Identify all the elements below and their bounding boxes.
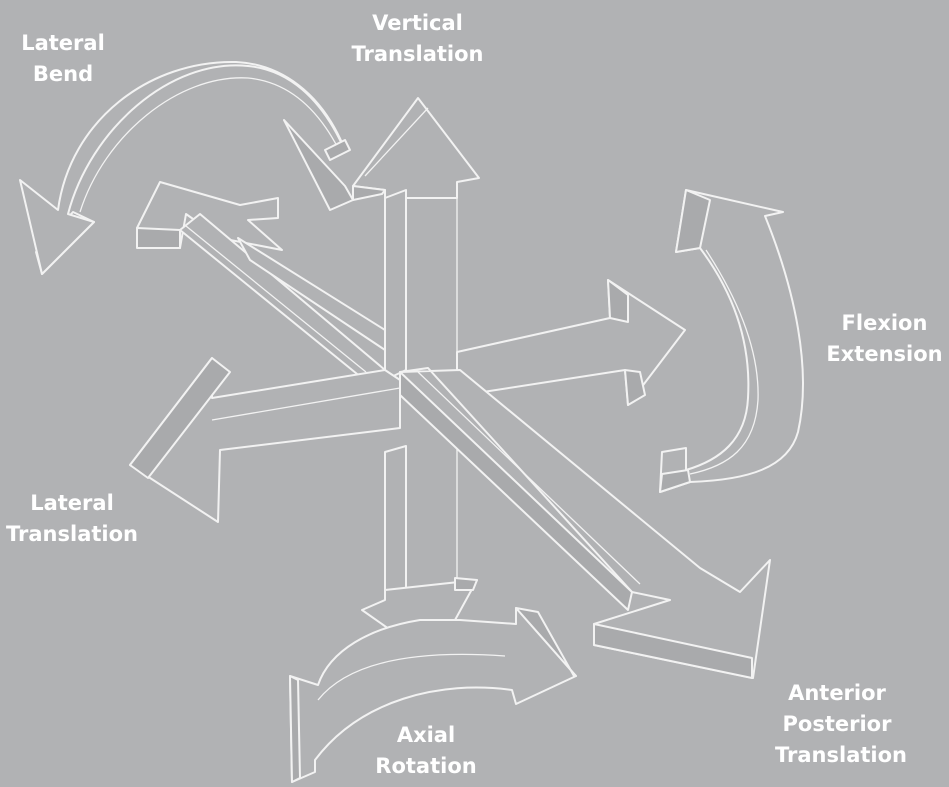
label-ap-line1: Anterior (788, 681, 886, 705)
label-axial-rotation-line1: Axial (396, 723, 456, 747)
label-lateral-bend-line2: Bend (32, 62, 94, 86)
label-flexion-extension-line1: Flexion (841, 311, 928, 335)
label-flexion-extension-line2: Extension (826, 342, 943, 366)
label-ap-line2: Posterior (782, 712, 892, 736)
lateral-translation-left-arrow (129, 357, 401, 523)
label-anterior-posterior-translation: Anterior Posterior Translation (775, 678, 907, 771)
label-lateral-bend: Lateral Bend (8, 28, 118, 90)
label-flexion-extension: Flexion Extension (822, 308, 947, 370)
anterior-posterior-translation-arrow (399, 367, 771, 679)
label-vertical-translation: Vertical Translation (350, 8, 485, 70)
flexion-extension-arrow (659, 189, 804, 493)
label-lateral-translation-line2: Translation (6, 522, 138, 546)
label-vertical-translation-line1: Vertical (372, 11, 463, 35)
label-vertical-translation-line2: Translation (351, 42, 484, 66)
label-lateral-translation-line1: Lateral (30, 491, 114, 515)
label-axial-rotation: Axial Rotation (368, 720, 484, 782)
axial-rotation-arrow (289, 607, 577, 783)
lateral-translation-arrow (136, 181, 686, 406)
label-axial-rotation-line2: Rotation (375, 754, 477, 778)
label-ap-line3: Translation (775, 743, 907, 767)
lateral-bend-arrow (19, 60, 351, 275)
label-lateral-bend-line1: Lateral (21, 31, 105, 55)
label-lateral-translation: Lateral Translation (4, 488, 140, 550)
